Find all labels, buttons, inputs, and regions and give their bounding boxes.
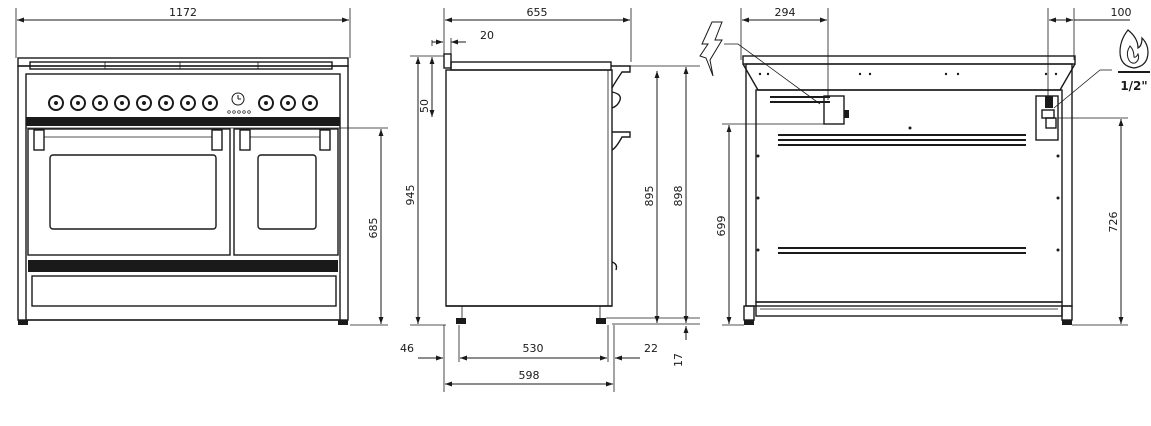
side-foot-rear [596,318,606,324]
control-knobs [48,95,318,111]
side-foot-height-label: 17 [672,353,685,367]
right-oven-handle-right [319,129,331,151]
side-max-height-label: 898 [672,186,685,207]
side-overall-depth-label: 598 [519,369,540,382]
drawer-strip [28,260,338,272]
rear-top-rim [742,55,1076,65]
side-front-offset-label: 46 [400,342,414,355]
small-oven-door [233,128,339,256]
flame-icon [1118,29,1150,73]
rear-view: 294 100 [715,6,1132,326]
front-foot-right [338,320,348,325]
side-control-height-label: 50 [418,99,431,113]
rear-electric-height-label: 699 [715,216,728,237]
lightning-icon [699,21,723,77]
side-depth-label: 655 [527,6,548,19]
side-cooktop-height-label: 895 [643,186,656,207]
side-cooktop-grates [450,61,612,71]
large-oven-door [27,128,231,256]
right-oven-handle-left [239,129,251,151]
front-panel [25,73,341,321]
rear-vent-top [770,96,1026,146]
rear-electric-position-label: 294 [775,6,796,19]
front-door-height-label: 685 [367,218,380,239]
side-top-offset-label: 20 [480,29,494,42]
gas-fitting-label: 1/2" [1120,79,1147,93]
electrical-connection-box [823,95,845,125]
range-body [17,65,349,321]
storage-drawer [31,275,337,307]
side-total-height-label: 945 [404,185,417,206]
clock-icon [227,92,251,114]
rear-leg-left [743,305,755,321]
rear-inner-panel [755,89,1063,303]
side-backguard [443,53,452,69]
left-oven-handle-right [211,129,223,151]
rear-gas-position-label: 100 [1111,6,1132,19]
rear-back-panel [745,63,1073,307]
front-foot-left [18,320,28,325]
small-oven-window [257,154,317,230]
front-width-label: 1172 [169,6,197,19]
gas-connection [1035,95,1059,141]
left-oven-handle-left [33,129,45,151]
rear-leg-right [1061,305,1073,321]
front-view: 1172 [15,6,388,326]
side-body-depth-label: 530 [523,342,544,355]
large-oven-window [49,154,217,230]
side-rear-offset-label: 22 [644,342,658,355]
side-body [445,69,613,307]
rear-vent-bottom [778,247,1026,254]
control-strip [26,117,340,126]
side-view: 655 20 50 945 895 [400,6,700,392]
side-foot-front [456,318,466,324]
rear-gas-height-label: 726 [1107,212,1120,233]
